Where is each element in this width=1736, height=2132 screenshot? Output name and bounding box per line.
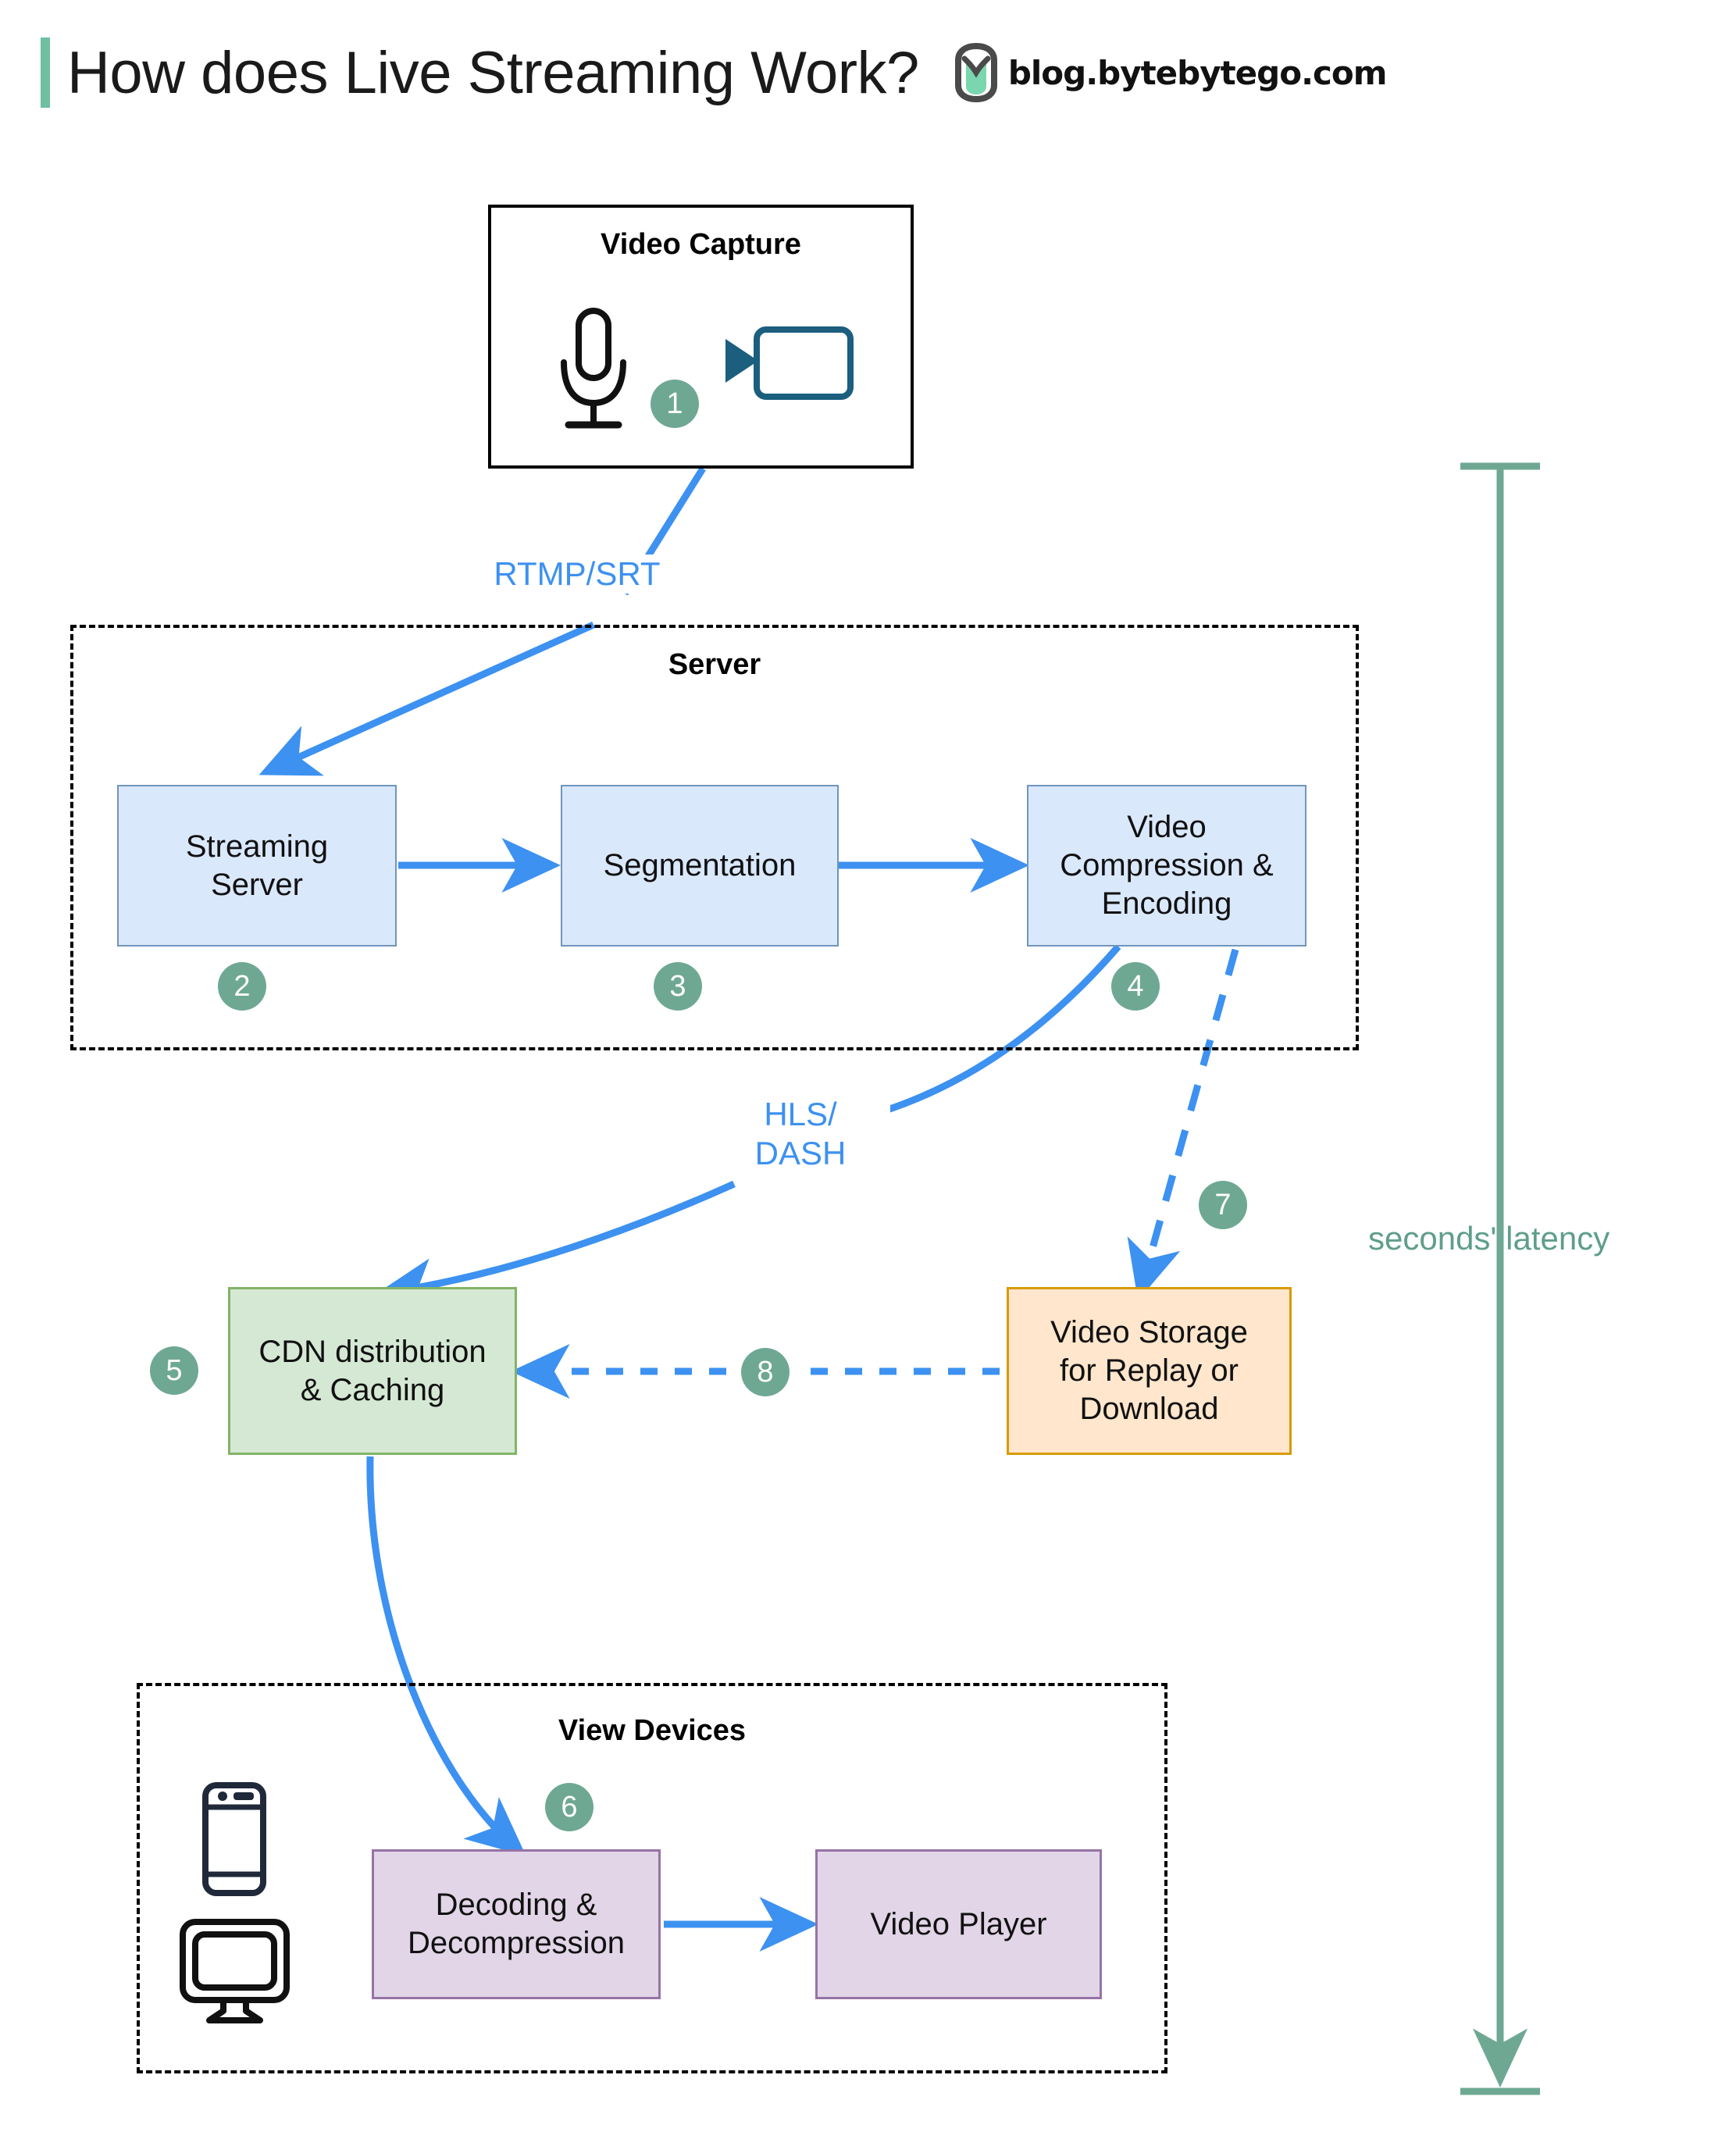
node-video-compression-encoding[interactable]: Video Compression & Encoding bbox=[1027, 785, 1306, 947]
step-badge-8: 8 bbox=[741, 1348, 790, 1396]
smartphone-icon bbox=[199, 1781, 269, 1898]
edge-label-hls-dash: HLS/ DASH bbox=[711, 1095, 890, 1173]
step-badge-2: 2 bbox=[218, 962, 266, 1011]
page-title: How does Live Streaming Work? bbox=[67, 39, 919, 106]
bytebytego-logo-icon bbox=[952, 43, 1000, 102]
view-devices-group bbox=[137, 1683, 1167, 2073]
node-video-player[interactable]: Video Player bbox=[815, 1849, 1102, 1999]
brand-text: blog.bytebytego.com bbox=[1007, 53, 1388, 92]
server-group bbox=[70, 625, 1359, 1050]
step-badge-5: 5 bbox=[150, 1346, 198, 1395]
step-badge-1: 1 bbox=[651, 380, 699, 428]
video-camera-icon bbox=[722, 322, 855, 408]
step-badge-6: 6 bbox=[545, 1783, 594, 1831]
desktop-monitor-icon bbox=[178, 1917, 291, 2027]
view-devices-title: View Devices bbox=[558, 1714, 747, 1747]
step-badge-3: 3 bbox=[654, 962, 702, 1011]
title-accent-bar bbox=[41, 37, 50, 108]
node-video-storage[interactable]: Video Storage for Replay or Download bbox=[1007, 1287, 1292, 1455]
video-capture-title: Video Capture bbox=[601, 228, 801, 261]
node-cdn-distribution-caching[interactable]: CDN distribution & Caching bbox=[228, 1287, 517, 1455]
server-title: Server bbox=[668, 648, 761, 681]
microphone-icon bbox=[547, 305, 640, 437]
title-bar: How does Live Streaming Work? blog.byteb… bbox=[41, 37, 1388, 108]
brand-block: blog.bytebytego.com bbox=[952, 43, 1388, 102]
node-segmentation[interactable]: Segmentation bbox=[561, 785, 839, 947]
video-capture-group bbox=[488, 205, 914, 469]
step-badge-4: 4 bbox=[1111, 962, 1160, 1011]
node-streaming-server[interactable]: Streaming Server bbox=[117, 785, 397, 947]
edge-label-rtmp-srt: RTMP/SRT bbox=[458, 554, 697, 594]
latency-label: seconds' latency bbox=[1368, 1220, 1610, 1257]
node-decoding-decompression[interactable]: Decoding & Decompression bbox=[372, 1849, 661, 1999]
step-badge-7: 7 bbox=[1199, 1181, 1247, 1229]
